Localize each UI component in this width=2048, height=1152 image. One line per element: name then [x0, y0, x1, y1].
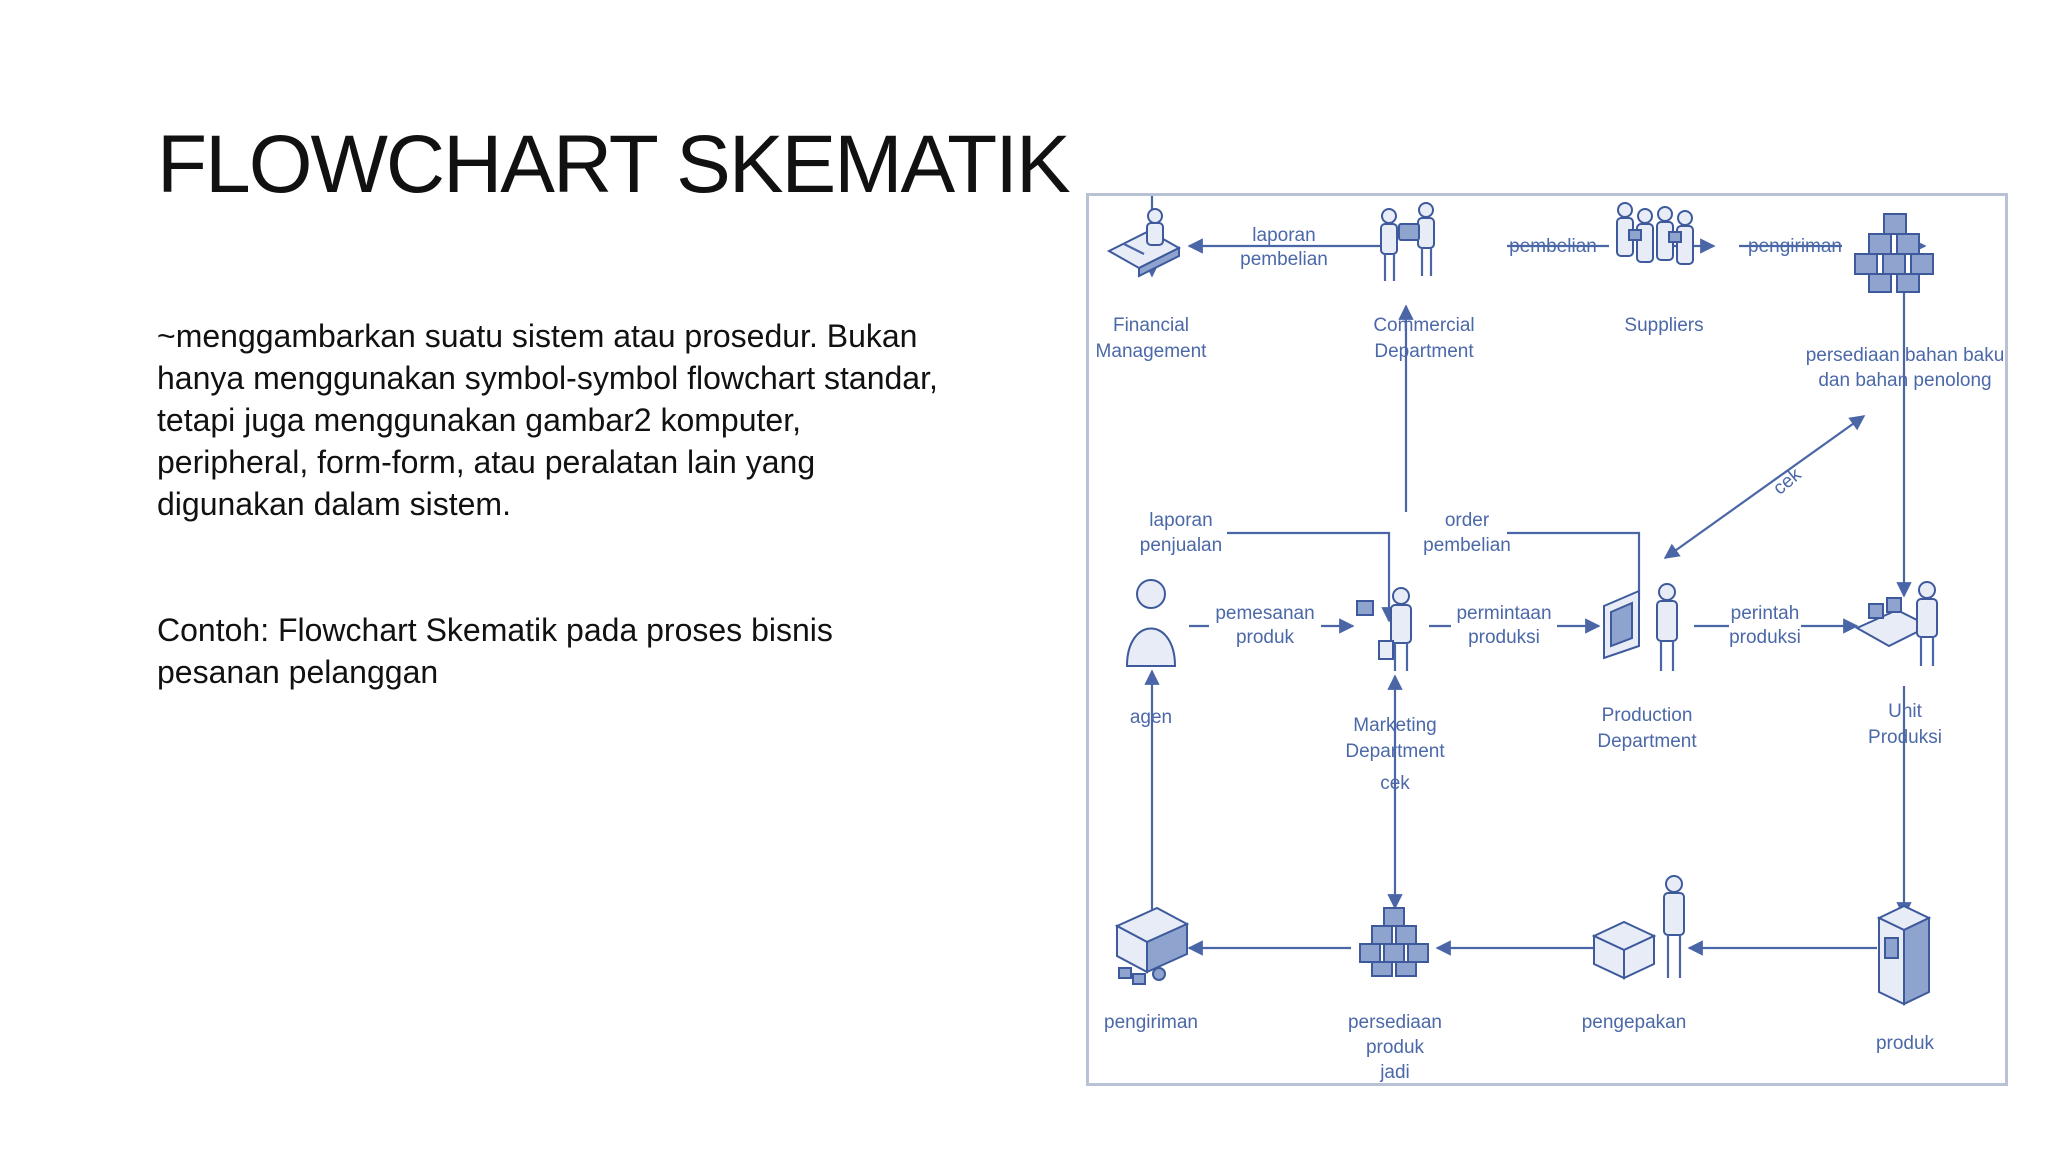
assembly-worker-icon: [1854, 581, 1938, 666]
box-pyramid-icon: [1359, 907, 1429, 977]
node-label-pengiriman: pengiriman: [1104, 1012, 1198, 1033]
example-paragraph: Contoh: Flowchart Skematik pada proses b…: [157, 612, 833, 690]
description-paragraph: ~menggambarkan suatu sistem atau prosedu…: [157, 318, 938, 522]
computer-worker-icon: [1356, 587, 1412, 671]
node-label-suppliers: Suppliers: [1624, 315, 1703, 336]
product-box-icon: [1876, 904, 1932, 1006]
flow-label-pembelian: pembelian: [1509, 236, 1597, 257]
node-label-produk: produk: [1876, 1033, 1935, 1054]
monitor-person-icon: [1603, 583, 1678, 671]
slide-title: FLOWCHART SKEMATIK: [157, 119, 1071, 210]
flow-label-pengiriman-top: pengiriman: [1748, 236, 1842, 257]
packing-person-icon: [1591, 875, 1685, 980]
people-group-icon: [1616, 202, 1694, 265]
desk-worker-icon: [1106, 208, 1182, 278]
node-label-pengepakan: pengepakan: [1582, 1012, 1687, 1033]
node-label-agen: agen: [1130, 707, 1172, 728]
person-icon: [1125, 579, 1177, 667]
connector-lines: [1144, 196, 1927, 956]
two-people-icon: [1380, 202, 1435, 281]
delivery-truck-icon: [1114, 906, 1190, 985]
flow-label-cek-diagonal: cek: [1769, 464, 1806, 499]
stacked-boxes-icon: [1854, 213, 1934, 293]
flow-label-cek-vertical: cek: [1380, 773, 1410, 794]
